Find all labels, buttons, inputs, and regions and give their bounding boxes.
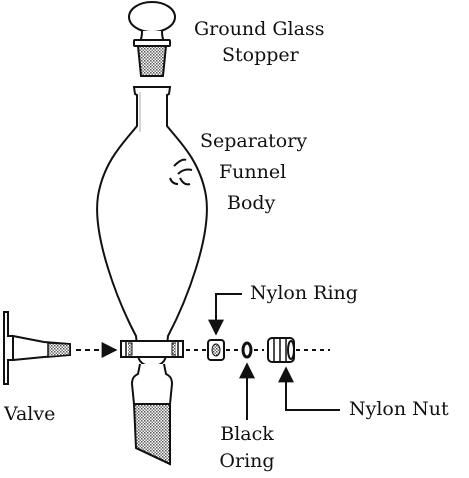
ground-glass-stopper-label-2: Stopper <box>222 44 299 66</box>
nylon-ring-label: Nylon Ring <box>250 282 358 304</box>
nylon-nut-label: Nylon Nut <box>349 398 449 420</box>
valve-label: Valve <box>4 403 56 425</box>
callout-arrows <box>208 293 340 420</box>
black-oring-label-1: Black <box>220 423 274 445</box>
black-oring-part <box>241 341 253 359</box>
ground-glass-stopper <box>128 1 176 77</box>
separatory-funnel-label-2: Funnel <box>219 161 286 183</box>
ground-glass-stopper-label-line1: Ground Glass <box>194 18 325 40</box>
ground-glass-stopper-label-line2: Stopper <box>222 44 299 66</box>
nylon-nut-part <box>267 337 295 363</box>
black-oring-label-2: Oring <box>219 450 275 472</box>
separatory-funnel-label-3: Body <box>227 192 275 214</box>
separatory-funnel-body <box>96 86 208 466</box>
valve-plug <box>3 311 71 385</box>
ground-glass-stopper-label: Ground Glass <box>194 18 324 40</box>
separatory-funnel-label-line2: Funnel <box>219 161 287 183</box>
separatory-funnel-label-line3: Body <box>227 192 276 214</box>
separatory-funnel-label-line1: Separatory <box>200 130 308 152</box>
separatory-funnel-label-1: Separatory <box>200 130 307 152</box>
nylon-ring-part <box>207 339 225 361</box>
